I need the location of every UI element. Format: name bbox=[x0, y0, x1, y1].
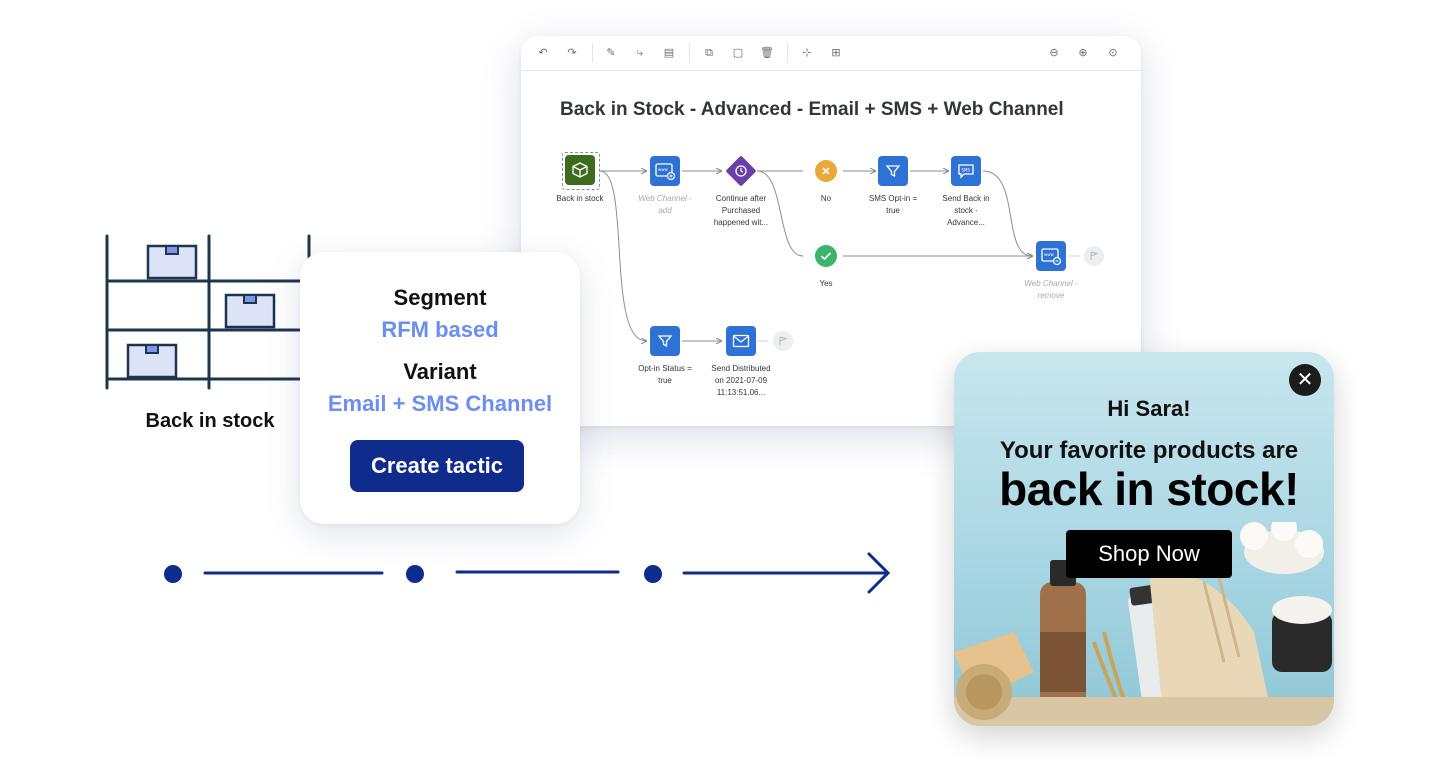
workflow-toolbar: ↶ ↷ ✎ ⤷ ▤ ⧉ ▢ 🗑 ⊹ ⊞ ⊖ ⊕ ⊙ bbox=[521, 36, 1141, 71]
check-icon bbox=[820, 252, 832, 261]
zoom-in-icon[interactable]: ⊕ bbox=[1078, 46, 1088, 59]
shelf-label: Back in stock bbox=[145, 410, 275, 432]
arrange-icon[interactable]: ⊞ bbox=[831, 46, 841, 59]
end-flag-icon bbox=[773, 331, 793, 351]
timeline-dot bbox=[406, 565, 424, 583]
wait-node[interactable] bbox=[725, 155, 757, 187]
sms-optin-filter-label: SMS Opt-in = true bbox=[868, 194, 918, 215]
optin-status-filter-node[interactable] bbox=[650, 326, 680, 356]
zoom-fit-icon[interactable]: ⊙ bbox=[1108, 46, 1118, 59]
variant-value: Email + SMS Channel bbox=[327, 391, 553, 416]
timeline-dot bbox=[644, 565, 662, 583]
auto-layout-icon[interactable]: ⊹ bbox=[802, 46, 812, 59]
box-icon bbox=[146, 244, 198, 280]
web-channel-add-node[interactable]: www bbox=[650, 156, 680, 186]
shop-now-button[interactable]: Shop Now bbox=[1066, 530, 1232, 578]
promo-greeting: Hi Sara! bbox=[1107, 396, 1191, 421]
web-remove-icon: www bbox=[1041, 248, 1061, 265]
box-icon bbox=[126, 343, 178, 379]
send-email-node[interactable] bbox=[726, 326, 756, 356]
wait-label: Continue after Purchased happened wit... bbox=[713, 194, 769, 227]
send-email-label: Send Distributed on 2021-07-09 11:13:51.… bbox=[711, 364, 771, 397]
trigger-selection bbox=[562, 152, 600, 190]
send-sms-node[interactable]: SMS bbox=[951, 156, 981, 186]
workflow-editor: ↶ ↷ ✎ ⤷ ▤ ⧉ ▢ 🗑 ⊹ ⊞ ⊖ ⊕ ⊙ Back in Stock … bbox=[521, 36, 1141, 426]
timeline bbox=[164, 552, 891, 594]
create-tactic-button[interactable]: Create tactic bbox=[350, 440, 524, 492]
zoom-out-icon[interactable]: ⊖ bbox=[1049, 46, 1059, 59]
email-icon bbox=[732, 334, 750, 348]
trigger-node[interactable] bbox=[565, 155, 595, 185]
promo-subheadline: Your favorite products are bbox=[999, 437, 1299, 464]
products-image bbox=[954, 522, 1334, 726]
shelf-illustration bbox=[105, 234, 312, 390]
send-sms-label: Send Back in stock - Advance... bbox=[942, 194, 990, 227]
promo-headline: back in stock! bbox=[999, 463, 1299, 515]
promo-popup: ✕ Hi Sara! Your favorite products are ba… bbox=[954, 352, 1334, 726]
connector-icon[interactable]: ⤷ bbox=[636, 46, 644, 59]
undo-icon[interactable]: ↶ bbox=[538, 46, 548, 59]
variant-heading: Variant bbox=[403, 359, 477, 384]
x-icon bbox=[822, 167, 830, 175]
workflow-title: Back in Stock - Advanced - Email + SMS +… bbox=[560, 99, 1064, 120]
delete-icon[interactable]: 🗑 bbox=[760, 46, 774, 59]
package-icon bbox=[572, 162, 588, 178]
no-label: No bbox=[820, 194, 832, 203]
copy-icon[interactable]: ⧉ bbox=[705, 46, 713, 59]
web-channel-remove-node[interactable]: www bbox=[1036, 241, 1066, 271]
segment-card: Segment RFM based Variant Email + SMS Ch… bbox=[300, 252, 580, 524]
toolbar-divider bbox=[592, 43, 593, 63]
web-channel-remove-label: Web Channel - remove bbox=[1024, 279, 1078, 300]
web-add-icon: www bbox=[655, 163, 675, 180]
sms-optin-filter-node[interactable] bbox=[878, 156, 908, 186]
segment-value: RFM based bbox=[381, 317, 499, 342]
comment-icon[interactable]: ▤ bbox=[663, 46, 675, 59]
workflow-connectors bbox=[599, 36, 1080, 426]
optin-status-filter-label: Opt-in Status = true bbox=[638, 364, 692, 385]
close-button[interactable]: ✕ bbox=[1289, 364, 1321, 396]
toolbar-divider bbox=[787, 43, 788, 63]
pencil-icon[interactable]: ✎ bbox=[606, 46, 616, 59]
toolbar-divider bbox=[689, 43, 690, 63]
svg-text:www: www bbox=[658, 167, 669, 172]
yes-label: Yes bbox=[819, 279, 833, 288]
sms-icon: SMS bbox=[958, 164, 974, 179]
web-channel-add-label: Web Channel - add bbox=[638, 194, 692, 215]
arrow-head-icon bbox=[867, 552, 891, 594]
segment-heading: Segment bbox=[393, 285, 487, 310]
no-branch-node[interactable] bbox=[815, 160, 837, 182]
trigger-label: Back in stock bbox=[556, 194, 604, 203]
svg-text:SMS: SMS bbox=[962, 168, 971, 173]
box-icon bbox=[224, 293, 276, 329]
paste-icon[interactable]: ▢ bbox=[732, 46, 744, 59]
end-flag-icon bbox=[1084, 246, 1104, 266]
filter-icon bbox=[657, 335, 673, 348]
timeline-dot bbox=[164, 565, 182, 583]
yes-branch-node[interactable] bbox=[815, 245, 837, 267]
clock-icon bbox=[735, 165, 747, 177]
redo-icon[interactable]: ↷ bbox=[567, 46, 577, 59]
svg-text:www: www bbox=[1044, 252, 1055, 257]
filter-icon bbox=[885, 165, 901, 178]
